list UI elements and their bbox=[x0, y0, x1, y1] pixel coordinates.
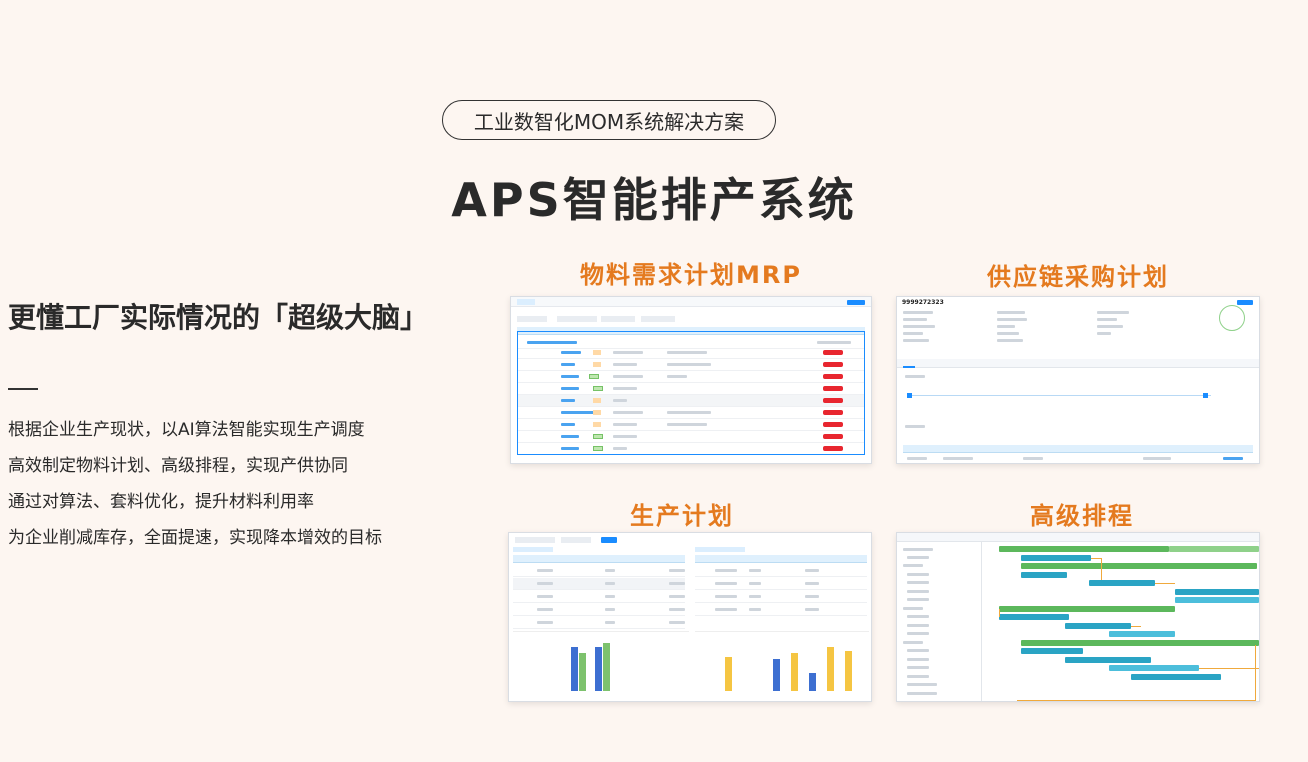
mrp-tab-active bbox=[517, 299, 535, 305]
page-title: APS智能排产系统 bbox=[451, 173, 857, 227]
prod-right-header bbox=[695, 555, 867, 563]
feature-list: 根据企业生产现状，以AI算法智能实现生产调度 高效制定物料计划、高级排程，实现产… bbox=[8, 412, 382, 556]
gantt-header bbox=[897, 533, 1259, 542]
panel-title-mrp: 物料需求计划MRP bbox=[580, 261, 802, 289]
prod-left-chart bbox=[513, 631, 689, 699]
feature-line: 根据企业生产现状，以AI算法智能实现生产调度 bbox=[8, 420, 365, 440]
panel-title-production: 生产计划 bbox=[630, 502, 734, 530]
mrp-filter bbox=[601, 316, 635, 322]
gantt-bar-task[interactable] bbox=[1109, 665, 1199, 671]
prod-right-chart bbox=[695, 631, 869, 699]
panel-title-scheduling: 高级排程 bbox=[1030, 502, 1134, 530]
scheduling-screenshot bbox=[896, 532, 1260, 702]
prod-query-button bbox=[601, 537, 617, 543]
supply-doc-number: 9999272323 bbox=[902, 299, 944, 306]
gantt-bar-task[interactable] bbox=[1065, 623, 1131, 629]
supply-table-header bbox=[903, 445, 1253, 453]
divider bbox=[8, 388, 38, 390]
mrp-tabbar bbox=[511, 297, 871, 307]
gantt-bar-task[interactable] bbox=[1131, 674, 1221, 680]
supply-tabs bbox=[897, 359, 1259, 368]
end-node-icon bbox=[1203, 393, 1208, 398]
gantt-bar-task[interactable] bbox=[999, 614, 1069, 620]
prod-left-tab bbox=[513, 547, 553, 552]
supply-action-button bbox=[1237, 300, 1253, 305]
left-heading: 更懂工厂实际情况的「超级大脑」 bbox=[8, 301, 429, 334]
gantt-bar-task[interactable] bbox=[1065, 657, 1151, 663]
mrp-selected-group bbox=[517, 331, 865, 455]
gantt-bar-task[interactable] bbox=[1175, 589, 1259, 595]
mrp-filter bbox=[517, 316, 547, 322]
solution-pill-label: 工业数智化MOM系统解决方案 bbox=[473, 109, 745, 134]
gantt-bar-task[interactable] bbox=[1021, 572, 1067, 578]
mrp-filter bbox=[557, 316, 597, 322]
gantt-bar-task[interactable] bbox=[1021, 648, 1083, 654]
supply-progress-line bbox=[911, 395, 1211, 396]
solution-pill: 工业数智化MOM系统解决方案 bbox=[442, 100, 776, 140]
gantt-bar-group[interactable] bbox=[999, 606, 1175, 612]
supply-screenshot: 9999272323 bbox=[896, 296, 1260, 464]
feature-line: 为企业削减库存，全面提速，实现降本增效的目标 bbox=[8, 528, 382, 548]
prod-left-header bbox=[513, 555, 685, 563]
prod-right-tab bbox=[695, 547, 745, 552]
feature-line: 通过对算法、套料优化，提升材料利用率 bbox=[8, 492, 314, 512]
gantt-bar-task[interactable] bbox=[1175, 597, 1259, 603]
mrp-screenshot bbox=[510, 296, 872, 464]
gantt-bar-task[interactable] bbox=[1109, 631, 1175, 637]
prod-filter bbox=[561, 537, 591, 543]
supply-tab-active bbox=[903, 366, 915, 368]
gantt-bar-project-progress[interactable] bbox=[1169, 546, 1259, 552]
mrp-filter bbox=[641, 316, 675, 322]
feature-line: 高效制定物料计划、高级排程，实现产供协同 bbox=[8, 456, 348, 476]
production-screenshot bbox=[508, 532, 872, 702]
gantt-split bbox=[981, 542, 982, 701]
approved-stamp-icon bbox=[1219, 305, 1245, 331]
gantt-bar-project[interactable] bbox=[999, 546, 1169, 552]
gantt-bar-group[interactable] bbox=[1021, 563, 1257, 569]
panel-title-supply: 供应链采购计划 bbox=[987, 263, 1169, 291]
gantt-bar-group[interactable] bbox=[1021, 640, 1259, 646]
prod-filter bbox=[515, 537, 555, 543]
gantt-bar-task[interactable] bbox=[1089, 580, 1155, 586]
start-node-icon bbox=[907, 393, 912, 398]
gantt-bar-task[interactable] bbox=[1021, 555, 1091, 561]
mrp-action-button bbox=[847, 300, 865, 305]
